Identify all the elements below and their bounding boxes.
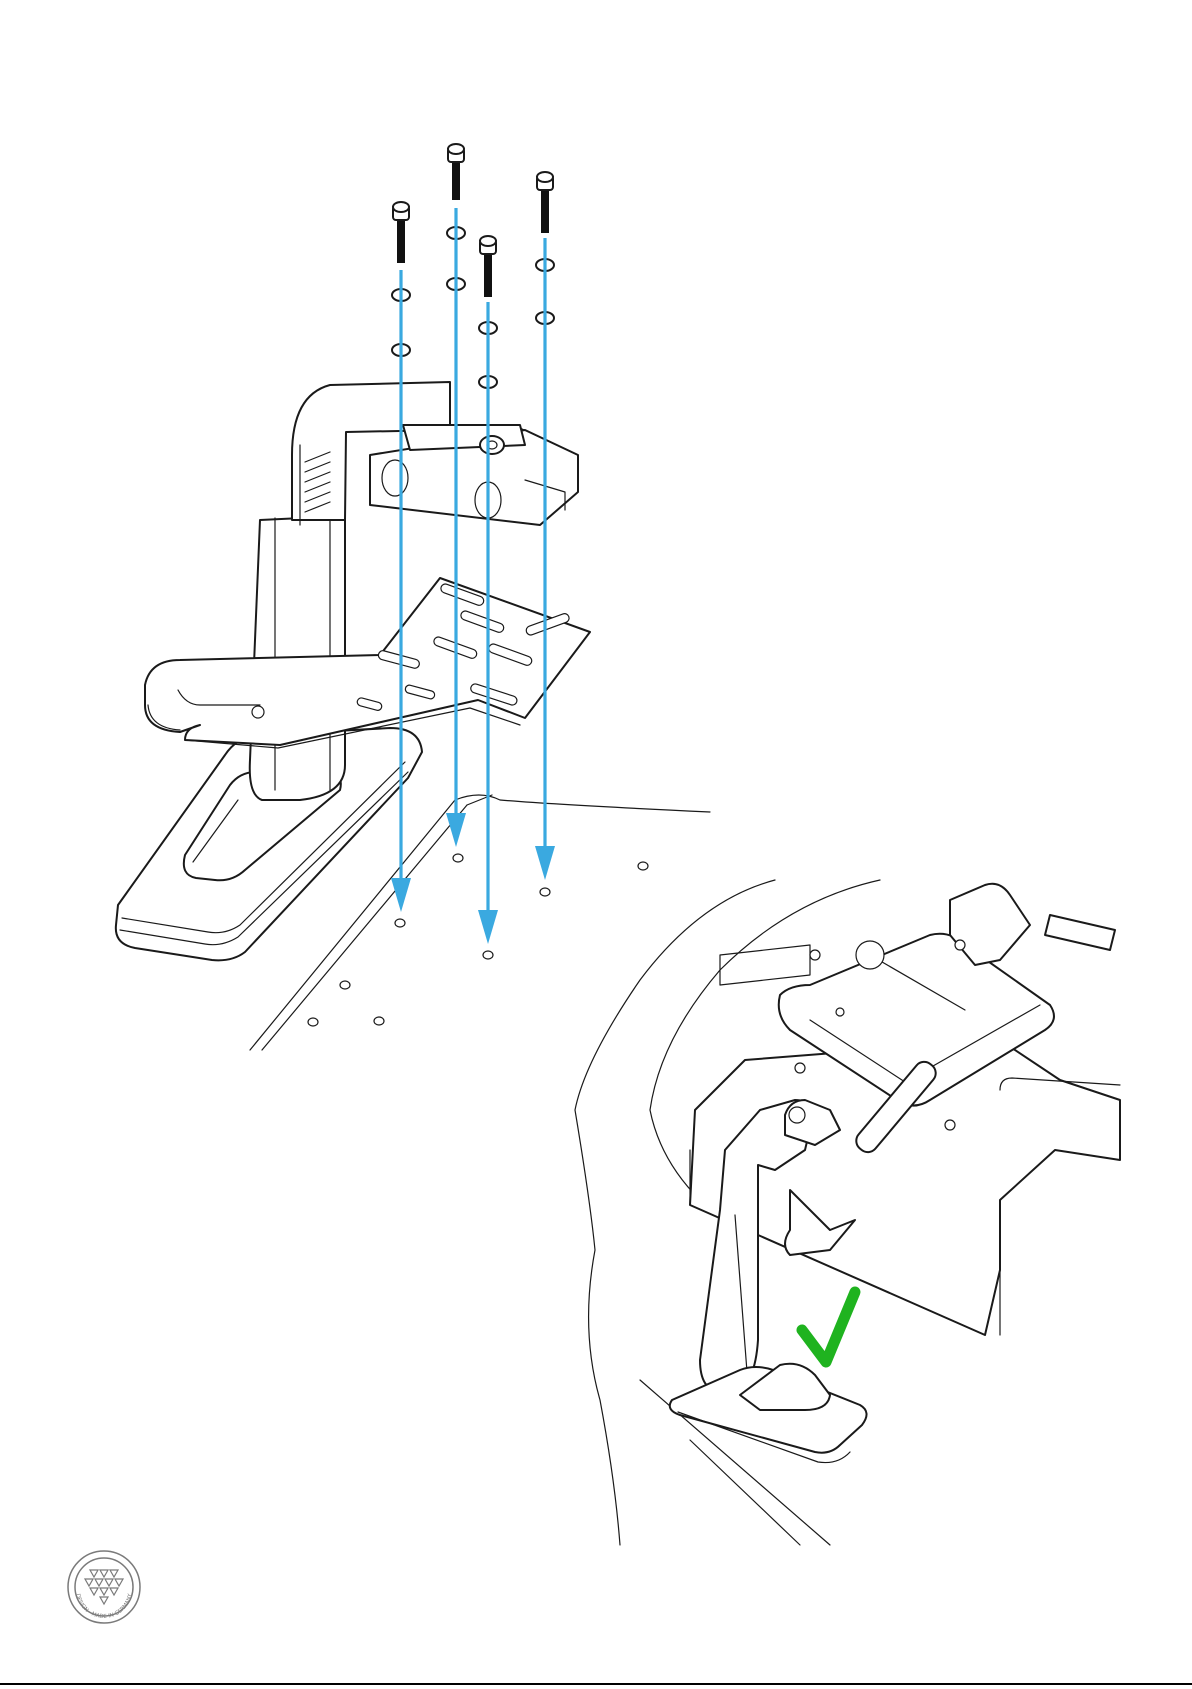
arrow-down-icon [391, 270, 411, 912]
hole [540, 888, 550, 896]
hole [374, 1017, 384, 1025]
brand-seal-logo: DESIGN · MADE IN GERMANY [68, 1551, 140, 1623]
assembly-arrows [391, 208, 555, 944]
bolt-icon [480, 236, 496, 297]
hole [638, 862, 648, 870]
hole [395, 919, 405, 927]
hole [308, 1018, 318, 1026]
screw-set [392, 144, 554, 388]
bolt-icon [448, 144, 464, 200]
arrow-down-icon [535, 238, 555, 880]
hole [483, 951, 493, 959]
arrow-down-icon [446, 208, 466, 847]
hole [340, 981, 350, 989]
checkmark-icon [802, 1292, 855, 1362]
exploded-view [116, 144, 710, 1050]
bolt-icon [393, 202, 409, 263]
hole [453, 854, 463, 862]
installed-view [575, 880, 1120, 1545]
mounting-holes [308, 854, 648, 1026]
slotted-plate [145, 578, 590, 748]
bolt-icon [537, 172, 553, 233]
